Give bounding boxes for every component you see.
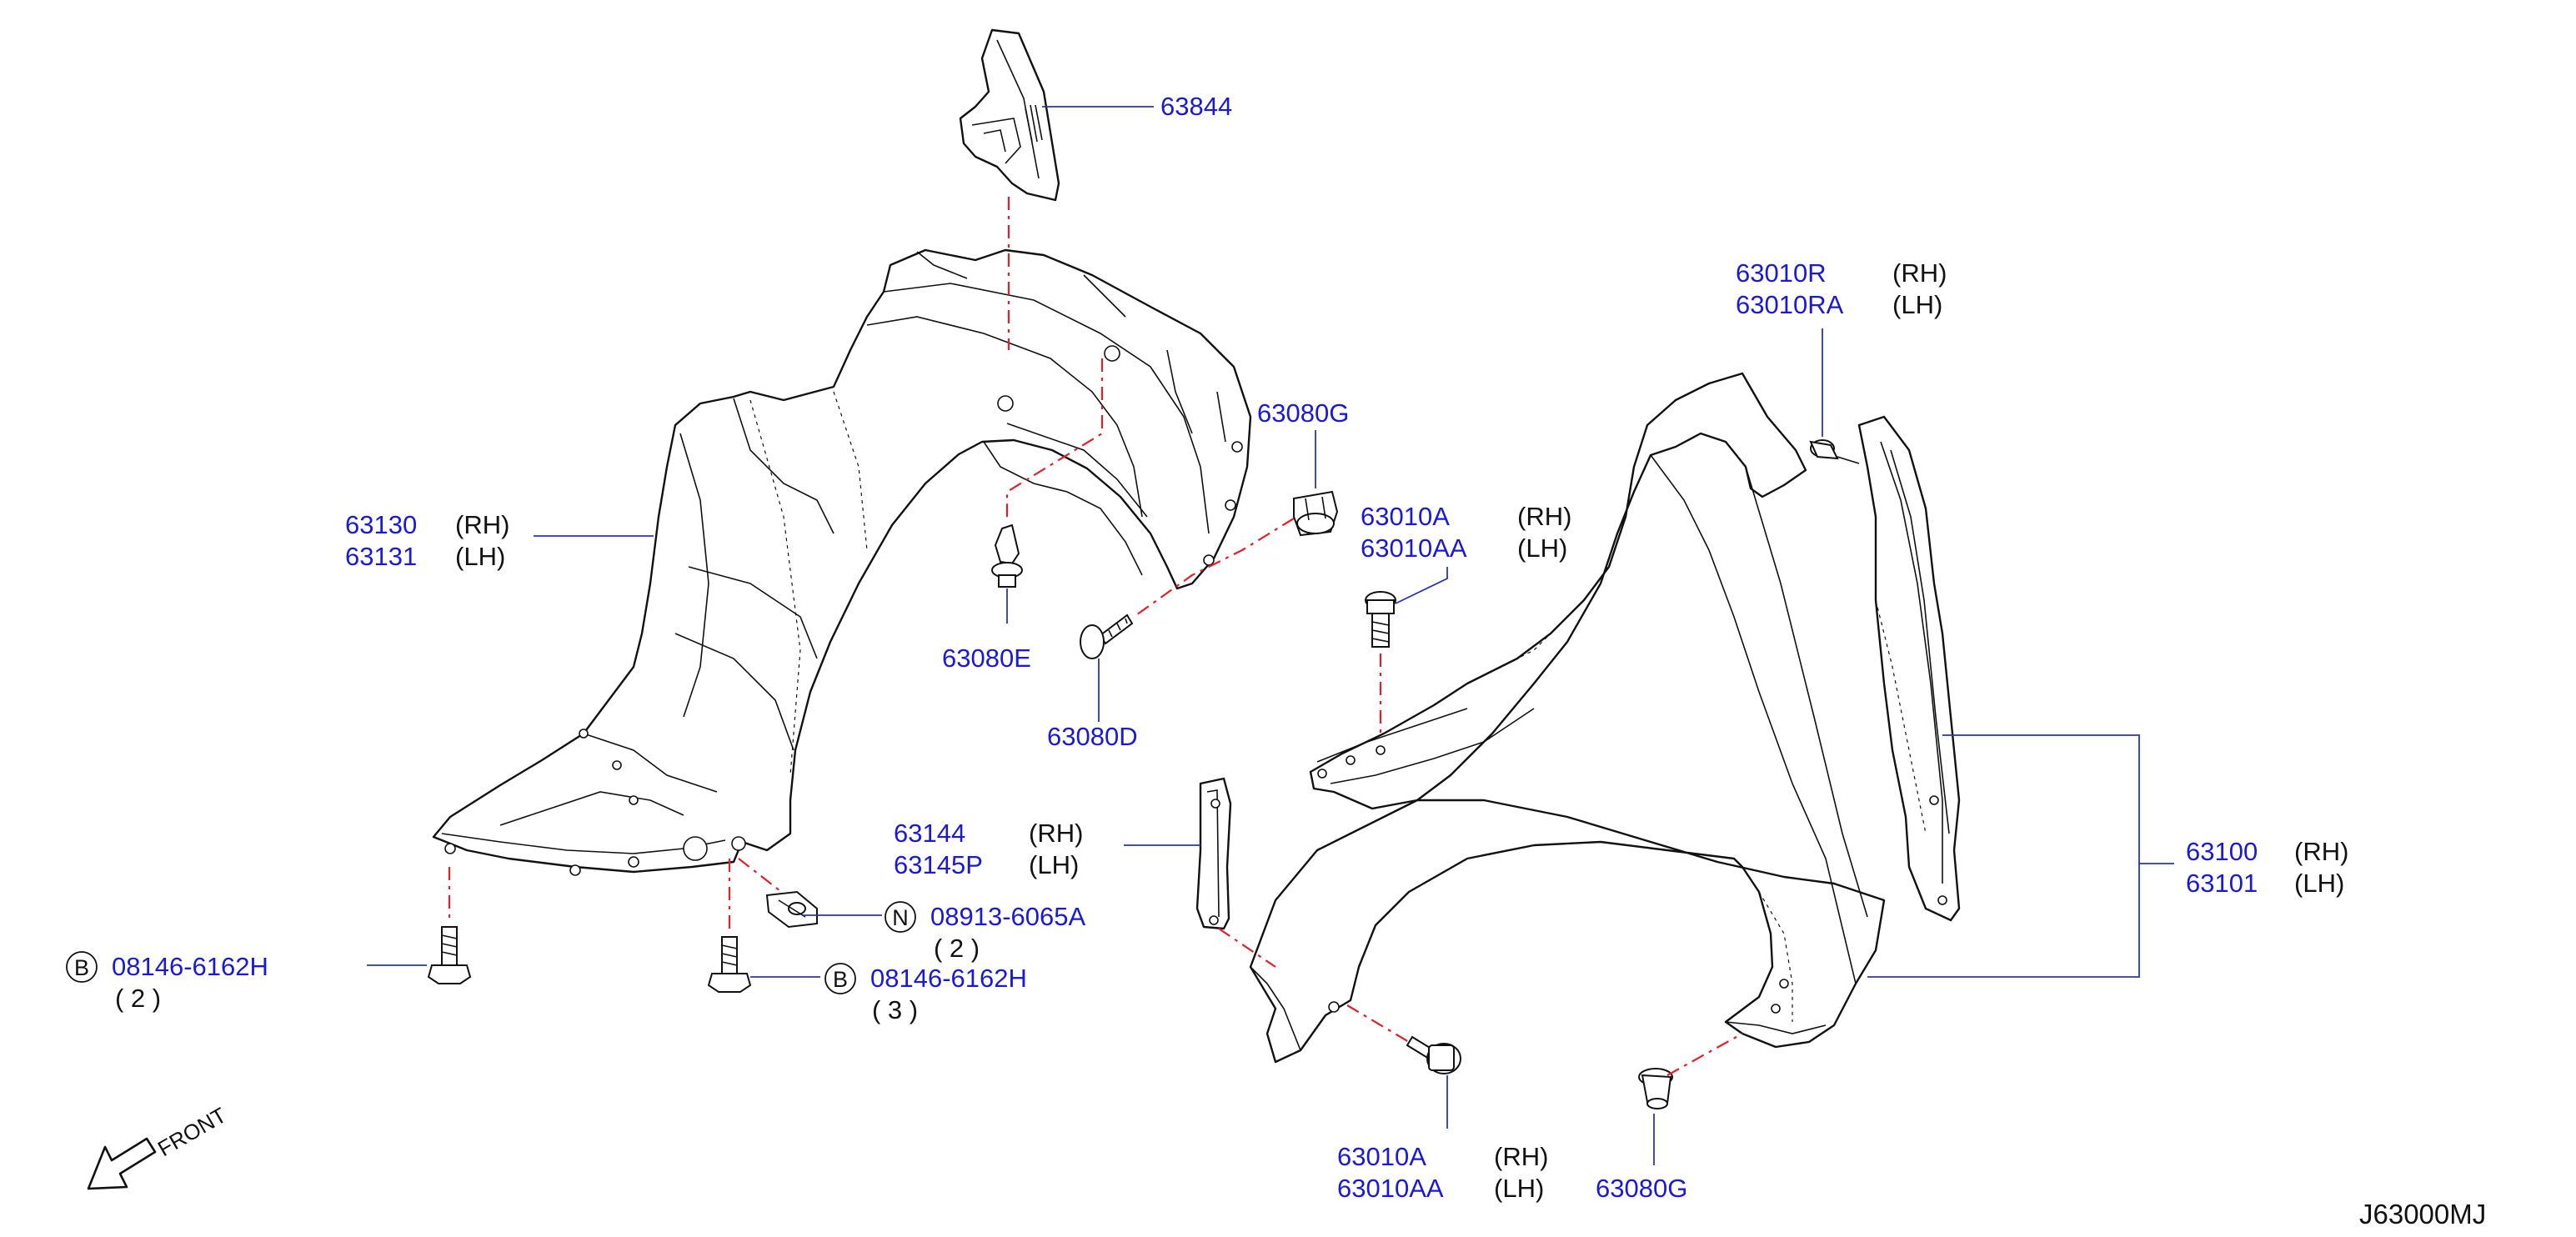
clip-63080G-top-icon[interactable] [1293,490,1339,537]
callout-63144: 63144 (RH) 63145P (LH) [894,819,1083,879]
callout-08913: N 08913-6065A ( 2 ) [885,901,1085,963]
side-63010R: (RH) [1892,258,1947,288]
callout-08146-left: B 08146-6162H ( 2 ) [66,951,268,1013]
callout-63100: 63100 (RH) 63101 (LH) [2186,837,2348,898]
callout-63130: 63130 (RH) 63131 (LH) [345,510,509,571]
callout-63080G-bot: 63080G [1596,1174,1687,1203]
part-number-63010A-mid: 63010A [1361,502,1450,531]
part-number-63131: 63131 [345,542,417,571]
part-number-63080E: 63080E [942,644,1031,673]
side-63144: (RH) [1029,819,1083,848]
b-prefix-mid: B [833,967,848,992]
bolt-08146-mid-icon[interactable] [707,936,752,993]
clip-63080E-icon[interactable] [991,523,1023,588]
diagram-code: J63000MJ [2359,1199,2486,1229]
bolt-08146-left-icon[interactable] [427,926,472,984]
callout-63010R: 63010R (RH) 63010RA (LH) [1736,258,1947,319]
part-number-63144: 63144 [894,819,965,848]
part-number-08146-mid: 08146-6162H [870,964,1027,993]
side-63010AA-bot: (LH) [1494,1174,1544,1203]
side-63101: (LH) [2294,869,2344,898]
clip-63080G-bot-icon[interactable] [1638,1068,1673,1109]
side-63010A-bot: (RH) [1494,1142,1548,1171]
callout-63080E: 63080E [942,644,1031,673]
part-number-63844: 63844 [1160,92,1232,121]
side-63010AA-mid: (LH) [1517,533,1567,563]
bolt-63010A-mid-icon[interactable] [1365,591,1396,648]
part-number-63080G-bot: 63080G [1596,1174,1687,1203]
b-prefix-left: B [74,955,89,980]
side-63010RA: (LH) [1892,290,1942,319]
b-prefix-circle-mid [824,963,856,994]
qty-08913: ( 2 ) [934,934,980,963]
n-prefix: N [892,905,909,930]
callout-63010A-mid: 63010A (RH) 63010AA (LH) [1361,502,1571,563]
part-number-63010AA-mid: 63010AA [1361,533,1467,563]
fender-protector-63130[interactable] [432,248,1252,876]
qty-08146-mid: ( 3 ) [872,995,918,1024]
part-number-63010A-bot: 63010A [1337,1142,1426,1171]
leader-lines [367,106,2174,1165]
part-number-63010AA-bot: 63010AA [1337,1174,1444,1203]
part-number-63080D: 63080D [1047,722,1138,751]
centerlines [448,197,1743,1076]
callout-63080G-top: 63080G [1257,398,1349,428]
screw-63080D-icon[interactable] [1080,613,1134,659]
callout-63080D: 63080D [1047,722,1138,751]
side-63145P: (LH) [1029,850,1079,879]
side-63100: (RH) [2294,837,2348,866]
n-prefix-circle [885,901,916,933]
part-number-63101: 63101 [2186,869,2258,898]
part-number-08146-left: 08146-6162H [112,952,268,981]
bracket-63144[interactable] [1195,777,1232,930]
side-63010A-mid: (RH) [1517,502,1571,531]
part-number-08913: 08913-6065A [930,902,1085,931]
clip-63010R-icon[interactable] [1809,439,1860,464]
callout-63010A-bot: 63010A (RH) 63010AA (LH) [1337,1142,1548,1203]
part-number-63100: 63100 [2186,837,2258,866]
bracket-63844[interactable] [959,28,1060,202]
b-prefix-circle-left [66,951,98,983]
front-arrow-icon [87,1137,157,1190]
part-number-63130: 63130 [345,510,417,539]
part-number-63010R: 63010R [1736,258,1827,288]
part-number-63145P: 63145P [894,850,983,879]
side-63130: (RH) [455,510,509,539]
part-number-63010RA: 63010RA [1736,290,1844,319]
part-number-63080G-top: 63080G [1257,398,1349,428]
bolt-63010A-bot-icon[interactable] [1406,1035,1461,1074]
side-63131: (LH) [455,542,505,571]
front-arrow: FRONT [87,1102,231,1190]
front-label: FRONT [153,1102,231,1161]
callout-63844: 63844 [1160,92,1232,121]
qty-08146-left: ( 2 ) [115,984,161,1013]
u-nut-08913-icon[interactable] [765,890,818,929]
callout-08146-mid: B 08146-6162H ( 3 ) [824,963,1027,1024]
front-fender-63100[interactable] [1249,372,1961,1064]
